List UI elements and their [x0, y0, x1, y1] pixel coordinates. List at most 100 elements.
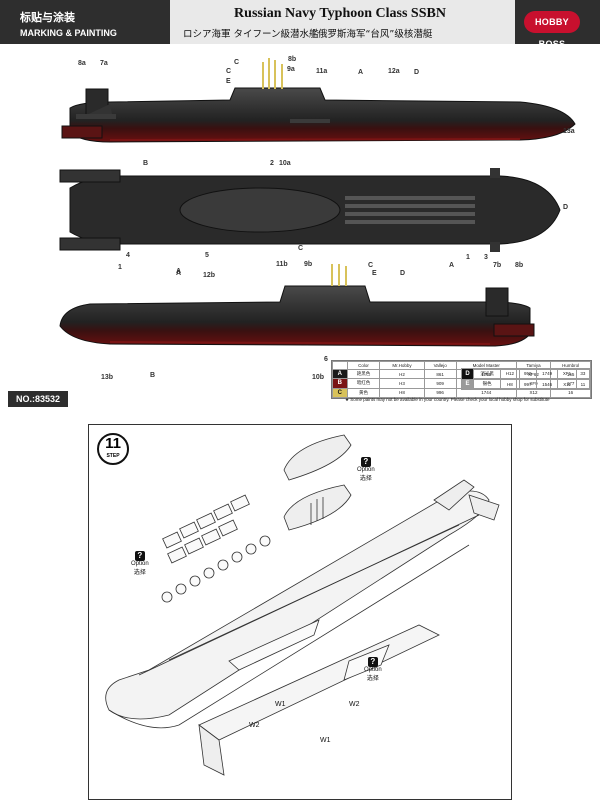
- hull-keel: [108, 544, 470, 729]
- color-table-right: D 消光黑 H12 950 1749 XF1 33 E 银色 H8 997 15…: [460, 368, 591, 390]
- color-vallejo: 996: [423, 387, 457, 399]
- step-label: STEP: [106, 453, 120, 459]
- plane-bottom: [490, 242, 500, 252]
- stand-label-w2b: W2: [249, 722, 260, 729]
- color-mrhobby: H8: [379, 387, 425, 399]
- rudder-upper-2: [485, 287, 509, 317]
- color-mrhobby: H8: [500, 378, 520, 390]
- callout-s2-c: C: [298, 245, 304, 252]
- color-tamiya: X11: [557, 378, 577, 390]
- question-icon: ?: [367, 657, 378, 667]
- submarine-side-view-1: [61, 58, 576, 143]
- assembly-step-sheet: 11 STEP: [88, 424, 512, 800]
- option-text-cn: 选择: [366, 676, 379, 682]
- callout-s2-13b: 13b: [101, 374, 114, 381]
- color-modelmaster: 1546: [535, 378, 559, 390]
- option-text-cn: 选择: [133, 570, 146, 576]
- mast-1: [262, 62, 264, 89]
- hatch-panels: [162, 494, 250, 564]
- option-label-1: ? Option 选择: [357, 457, 375, 482]
- subtitle-chinese: 俄罗斯海军“台风”级核潜艇: [318, 29, 433, 40]
- stand-side-1: [198, 724, 225, 776]
- callout-s2-9b: 9b: [304, 261, 313, 268]
- color-vallejo: 861: [423, 368, 457, 380]
- color-mrhobby: H12: [500, 368, 520, 380]
- plane-top: [490, 168, 500, 178]
- step-number: 11: [105, 435, 121, 452]
- table-row: D 消光黑 H12 950 1749 XF1 33: [460, 368, 591, 380]
- callout-s2-7b: 7b: [493, 262, 502, 269]
- section-title-en: MARKING & PAINTING: [20, 28, 117, 38]
- color-table: Color Mr.Hobby Vallejo Model Master Tami…: [331, 360, 592, 399]
- callout-a: A: [358, 69, 364, 76]
- callout-8b: 8b: [288, 56, 297, 63]
- callout-d: D: [414, 69, 420, 76]
- stand-cradle-2: [343, 644, 390, 681]
- callout-s2-d: D: [400, 270, 406, 277]
- paint-note: ★ Some paints may not be available in yo…: [345, 397, 550, 402]
- plane-forward: [290, 119, 330, 123]
- color-name: 艳黑色: [346, 368, 381, 380]
- col-color: Color: [346, 361, 381, 370]
- mast-7: [345, 266, 347, 286]
- callout-7a: 7a: [100, 60, 108, 67]
- plane-aft: [76, 114, 116, 119]
- submarine-side-view-2: [59, 264, 535, 347]
- stern-planes: [59, 169, 121, 183]
- tail: [433, 479, 475, 511]
- callout-12a: 12a: [388, 68, 400, 75]
- callout-11a: 11a: [316, 68, 328, 75]
- header-title-panel: [170, 0, 515, 44]
- stand-label-w1: W1: [275, 701, 286, 708]
- callout-c2: C: [226, 68, 232, 75]
- callout-top-3: 3: [484, 254, 488, 261]
- color-letter-b: B: [332, 378, 348, 389]
- mast-6: [338, 264, 340, 286]
- assembly-drawing: [105, 434, 500, 776]
- hatch-rings: [161, 535, 271, 603]
- color-letter-e: E: [460, 378, 475, 390]
- color-mrhobby: H3: [379, 378, 425, 389]
- color-vallejo: 950: [518, 368, 537, 380]
- mast-3: [274, 60, 276, 89]
- question-icon: ?: [134, 551, 145, 561]
- stand-label-w1b: W1: [320, 737, 331, 744]
- callout-s2-10b: 10b: [312, 374, 325, 381]
- callout-2: 2: [270, 160, 274, 167]
- color-humbrol: 11: [575, 378, 591, 390]
- callout-s2-e: E: [372, 270, 377, 277]
- stand-cradle-1: [228, 619, 320, 671]
- color-name: 暗红色: [346, 378, 381, 389]
- rudder-lower: [61, 125, 103, 139]
- callout-s2-b: B: [150, 372, 156, 379]
- callout-13a: 13a: [563, 128, 575, 135]
- callout-s2-12b: 12b: [203, 272, 216, 279]
- callout-8a: 8a: [78, 60, 86, 67]
- color-humbrol: 33: [575, 368, 591, 380]
- mast-2: [268, 58, 270, 89]
- sail-part-upper: [283, 434, 352, 481]
- callout-top-a2: A: [176, 268, 182, 275]
- color-name: 银色: [473, 378, 502, 390]
- option-text-cn: 选择: [359, 476, 372, 482]
- color-letter-a: A: [332, 368, 348, 380]
- col-mrhobby: Mr.Hobby: [379, 361, 425, 370]
- callout-c: C: [234, 59, 240, 66]
- option-text: Option: [131, 561, 149, 567]
- option-label-2: ? Option 选择: [131, 551, 149, 576]
- callout-s2-a: A: [176, 270, 182, 277]
- option-text: Option: [364, 667, 382, 673]
- page-title: Russian Navy Typhoon Class SSBN: [234, 6, 446, 21]
- stern-planes-2: [59, 237, 121, 251]
- question-icon: ?: [360, 457, 371, 467]
- mast-4: [281, 64, 283, 89]
- callout-e: E: [226, 78, 231, 85]
- col-vallejo: Vallejo: [423, 361, 457, 370]
- sail-top: [179, 187, 341, 233]
- color-vallejo: 997: [518, 378, 537, 390]
- table-row: C 黄色 H8 996 1744 X12 16: [332, 387, 591, 399]
- hatch-grid: [345, 196, 475, 224]
- table-row: E 银色 H8 997 1546 X11 11: [460, 378, 591, 390]
- color-vallejo: 909: [423, 378, 457, 389]
- callout-s2-8b: 8b: [515, 262, 524, 269]
